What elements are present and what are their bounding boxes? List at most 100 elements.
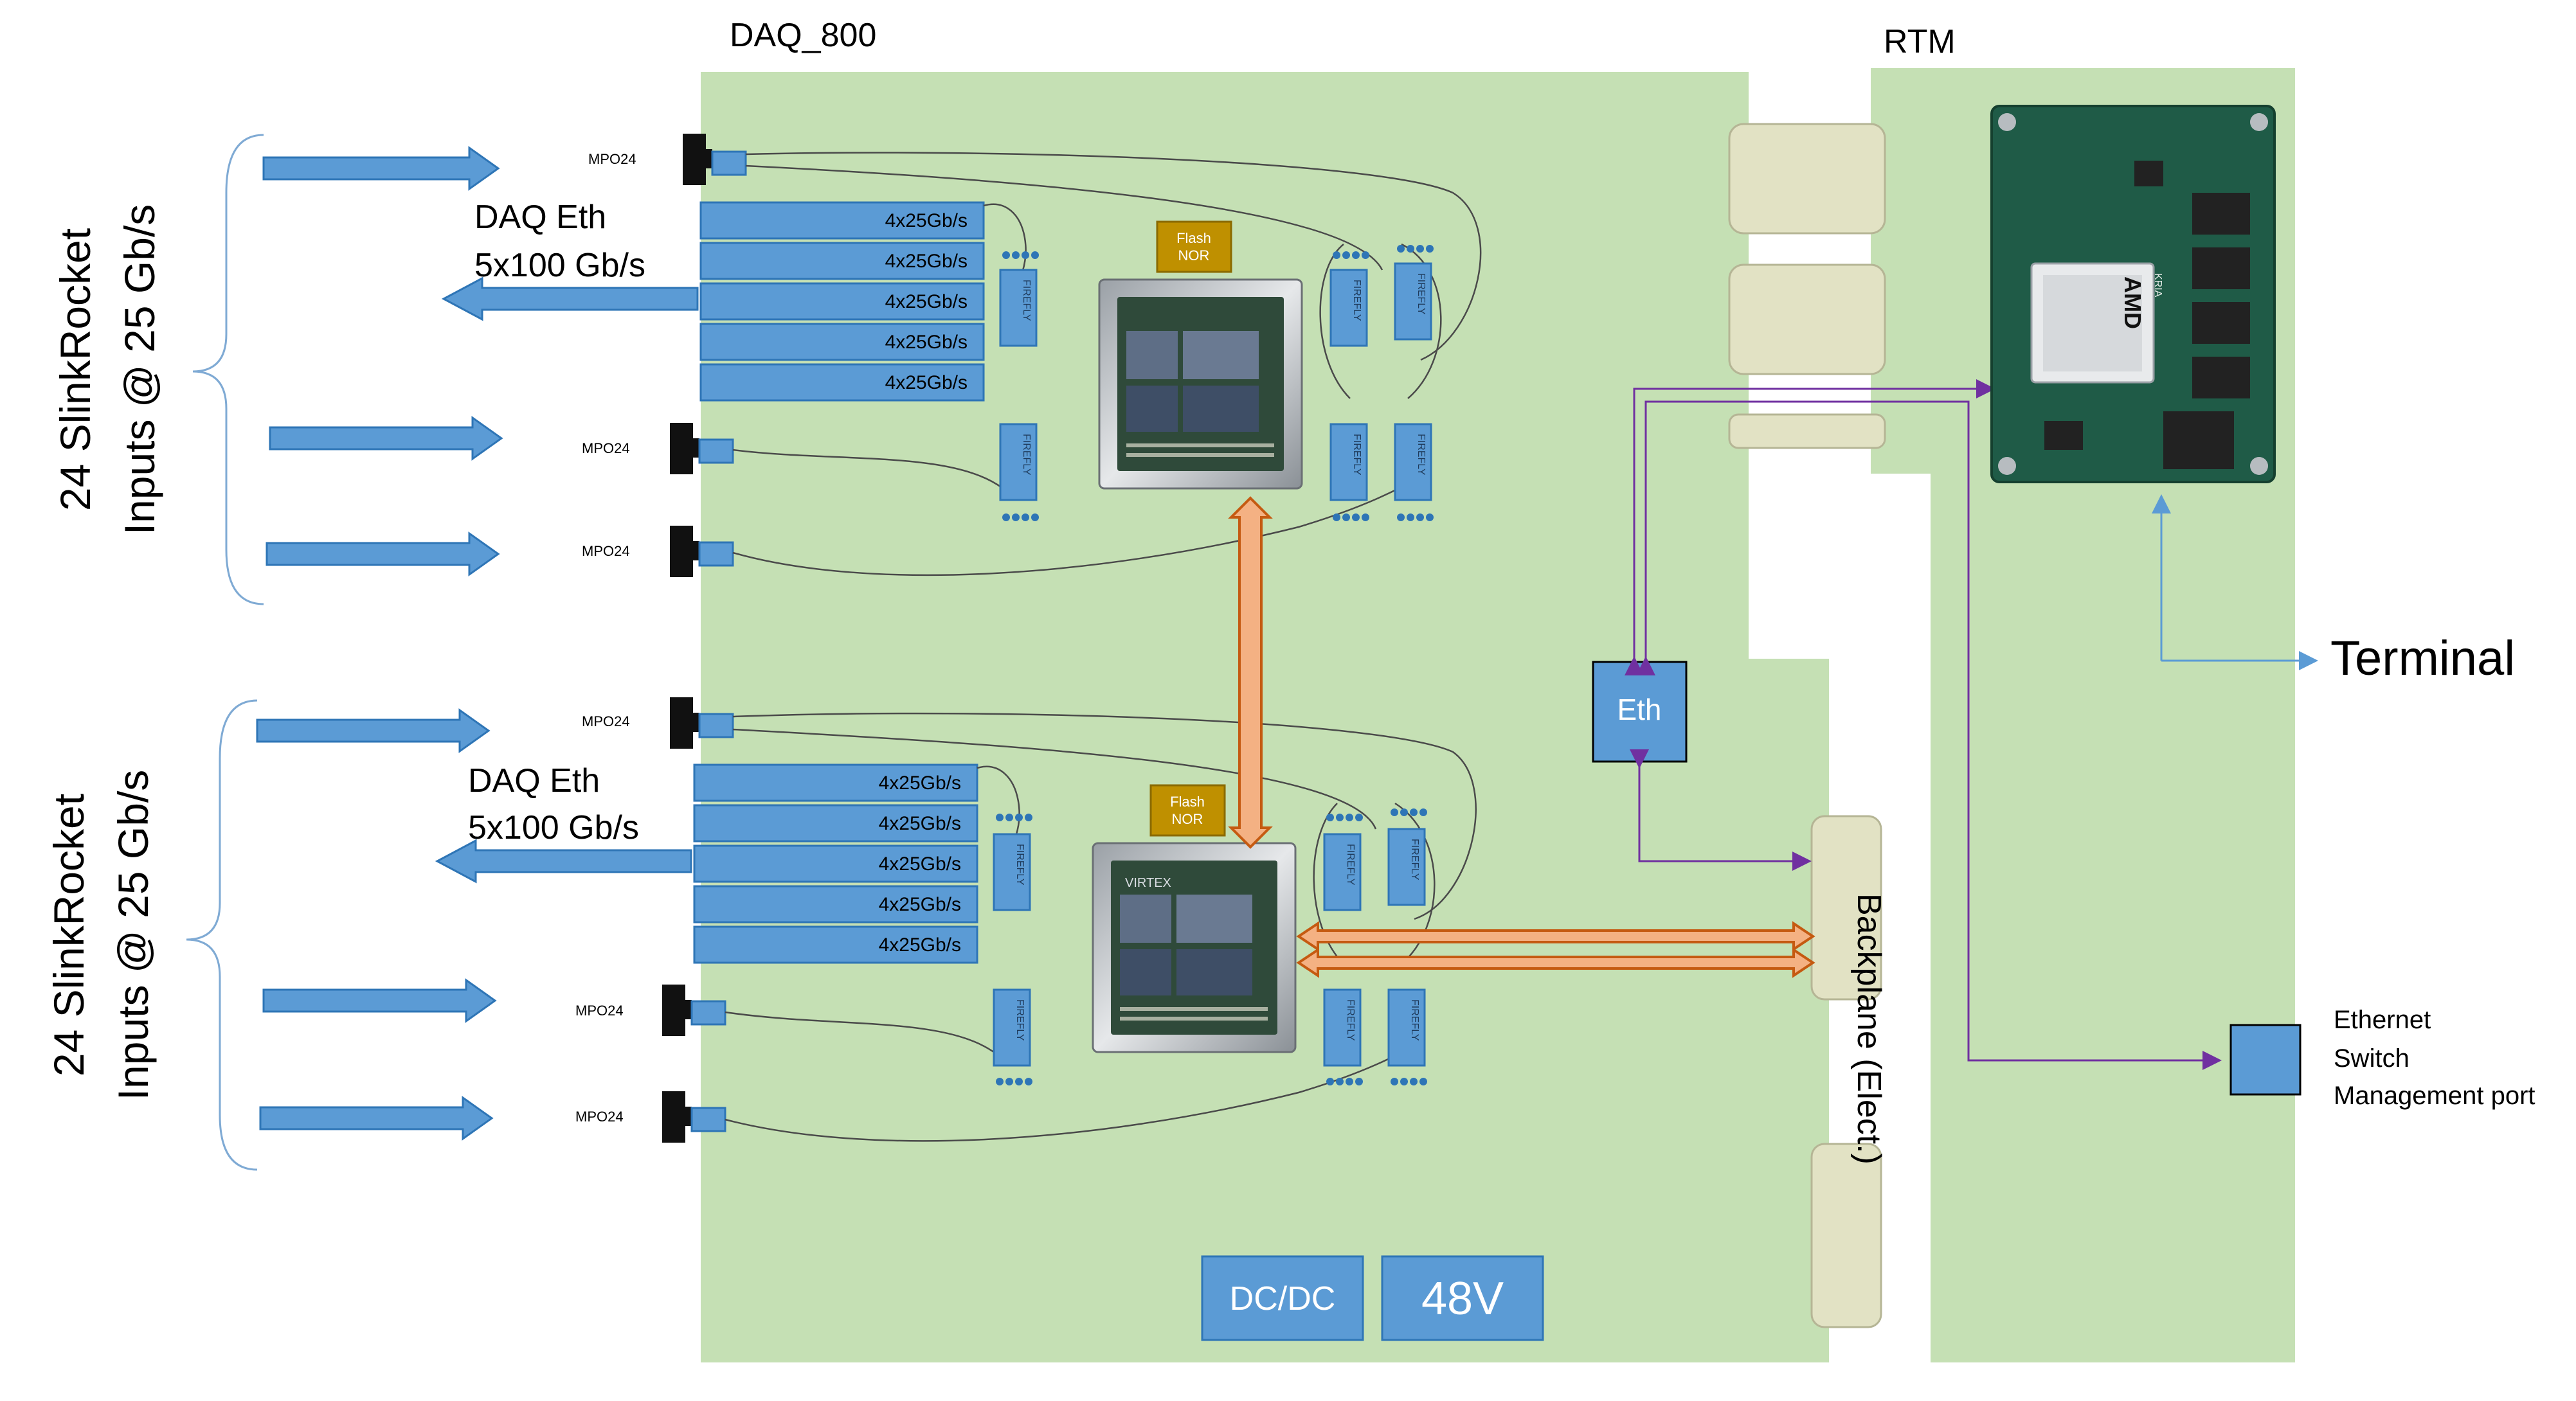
eth-to-som-link-1 — [1625, 379, 1995, 675]
lower-lane-label-3: 4x25Gb/s — [879, 853, 961, 875]
eth-block-label: Eth — [1617, 693, 1661, 726]
backplane-connector-pad-2 — [1810, 1143, 1882, 1328]
svg-text:FIREFLY: FIREFLY — [1409, 999, 1420, 1041]
upper-mpo-label-1: MPO24 — [588, 151, 636, 167]
lower-input-brace — [186, 699, 258, 1171]
lower-firefly-2: FIREFLY — [993, 988, 1032, 1085]
upper-daq-eth-line1: DAQ Eth — [474, 199, 606, 236]
upper-firefly-5: FIREFLY — [1329, 423, 1369, 521]
switch-port-line2: Switch — [2334, 1044, 2409, 1073]
svg-text:NOR: NOR — [1172, 811, 1203, 827]
fpga-brand-label: VIRTEX — [1125, 876, 1171, 890]
lower-mpo-connector-3: MPO24 — [575, 1091, 726, 1143]
svg-text:FIREFLY: FIREFLY — [1345, 844, 1356, 886]
eth-to-som-link-2 — [1636, 400, 2222, 1070]
lower-section: 24 SlinkRocket Inputs @ 25 Gb/s MPO24 MP… — [45, 697, 1477, 1171]
svg-text:NOR: NOR — [1178, 247, 1210, 263]
upper-lane-label-5: 4x25Gb/s — [885, 372, 968, 393]
upper-flash-nor: Flash NOR — [1156, 220, 1232, 273]
upper-lane-label-3: 4x25Gb/s — [885, 291, 968, 312]
lower-mpo-label-1: MPO24 — [582, 713, 630, 729]
lower-lane-1 — [693, 763, 978, 802]
lower-mpo-connector-2: MPO24 — [575, 985, 726, 1036]
upper-mpo-connector-2: MPO24 — [582, 423, 734, 474]
lower-firefly-1: FIREFLY — [993, 814, 1032, 911]
upper-fpga-chip — [1098, 278, 1303, 490]
upper-input-brace — [192, 134, 264, 605]
dcdc-label: DC/DC — [1230, 1280, 1336, 1317]
svg-text:FIREFLY: FIREFLY — [1345, 999, 1356, 1041]
rtm-title: RTM — [1884, 23, 1956, 60]
som-brand-label: AMD — [2120, 276, 2146, 329]
upper-lane-1 — [699, 201, 985, 240]
lower-lane-label-4: 4x25Gb/s — [879, 894, 961, 915]
upper-lane-2 — [699, 242, 985, 280]
lower-lane-label-2: 4x25Gb/s — [879, 813, 961, 834]
upper-mpo-label-3: MPO24 — [582, 543, 630, 559]
switch-management-port — [2229, 1024, 2301, 1096]
lower-wiring — [725, 712, 1477, 1142]
rtm-connector-pad-2 — [1728, 263, 1886, 375]
upper-input-arrow-3 — [266, 531, 500, 576]
lower-lane-label-5: 4x25Gb/s — [879, 934, 961, 956]
lower-lane-2 — [693, 804, 978, 843]
upper-daq-eth-arrow — [441, 276, 699, 321]
lower-fpga-chip: VIRTEX — [1092, 842, 1297, 1053]
svg-text:Flash: Flash — [1170, 794, 1205, 810]
upper-lane-label-2: 4x25Gb/s — [885, 251, 968, 272]
rtm-connector-pad-3 — [1728, 413, 1886, 449]
lower-inputs-label-line1: 24 SlinkRocket — [45, 794, 93, 1076]
power-48v-block — [1381, 1255, 1544, 1341]
lower-mpo-label-3: MPO24 — [575, 1109, 624, 1125]
kria-som-module: AMD KRIA — [1990, 105, 2276, 483]
upper-lane-4 — [699, 323, 985, 361]
upper-daq-eth-line2: 5x100 Gb/s — [474, 247, 645, 284]
lower-lane-3 — [693, 844, 978, 883]
upper-firefly-2: FIREFLY — [999, 423, 1039, 521]
lower-inputs-label-line2: Inputs @ 25 Gb/s — [109, 770, 157, 1101]
lower-firefly-4: FIREFLY — [1387, 808, 1427, 906]
upper-lane-label-1: 4x25Gb/s — [885, 210, 968, 231]
upper-mpo-connector-1: MPO24 — [588, 134, 747, 185]
svg-text:FIREFLY: FIREFLY — [1014, 999, 1025, 1041]
daq-title: DAQ_800 — [730, 17, 876, 54]
lower-daq-eth-line1: DAQ Eth — [468, 762, 600, 799]
lower-lane-5 — [693, 925, 978, 964]
upper-firefly-4: FIREFLY — [1394, 245, 1434, 341]
fpga-interconnect-vertical — [1228, 496, 1273, 849]
lower-firefly-6: FIREFLY — [1387, 988, 1427, 1085]
upper-wiring — [732, 152, 1482, 576]
upper-lane-3 — [699, 282, 985, 321]
som-model-label: KRIA — [2152, 273, 2163, 298]
terminal-label: Terminal — [2330, 631, 2515, 686]
upper-input-arrow-2 — [269, 416, 503, 461]
upper-firefly-1: FIREFLY — [999, 251, 1039, 347]
lower-input-arrow-1 — [256, 708, 491, 753]
svg-text:Flash: Flash — [1176, 230, 1211, 246]
lower-lane-4 — [693, 885, 978, 924]
upper-firefly-6: FIREFLY — [1394, 423, 1434, 521]
svg-text:FIREFLY: FIREFLY — [1014, 844, 1025, 886]
upper-inputs-label-line1: 24 SlinkRocket — [51, 228, 99, 511]
switch-port-line1: Ethernet — [2334, 1006, 2431, 1034]
lower-daq-eth-line2: 5x100 Gb/s — [468, 809, 639, 846]
upper-mpo-connector-3: MPO24 — [582, 526, 734, 577]
dcdc-block — [1201, 1255, 1364, 1341]
lower-input-arrow-3 — [259, 1096, 494, 1141]
upper-input-arrow-1 — [262, 146, 500, 191]
svg-text:FIREFLY: FIREFLY — [1351, 434, 1362, 476]
svg-text:FIREFLY: FIREFLY — [1351, 280, 1362, 321]
svg-text:FIREFLY: FIREFLY — [1416, 273, 1427, 315]
lower-input-arrow-2 — [262, 978, 497, 1023]
lower-mpo-connector-1: MPO24 — [582, 697, 734, 749]
svg-text:FIREFLY: FIREFLY — [1021, 434, 1032, 476]
lower-lane-label-1: 4x25Gb/s — [879, 772, 961, 794]
svg-text:FIREFLY: FIREFLY — [1409, 839, 1420, 880]
rtm-connector-pad-1 — [1728, 123, 1886, 235]
upper-inputs-label-line2: Inputs @ 25 Gb/s — [116, 204, 163, 535]
lower-firefly-5: FIREFLY — [1323, 988, 1363, 1085]
management-links — [1625, 379, 2222, 1070]
backplane-label: Backplane (Elect.) — [1850, 893, 1887, 1165]
lower-daq-eth-arrow — [435, 839, 692, 884]
